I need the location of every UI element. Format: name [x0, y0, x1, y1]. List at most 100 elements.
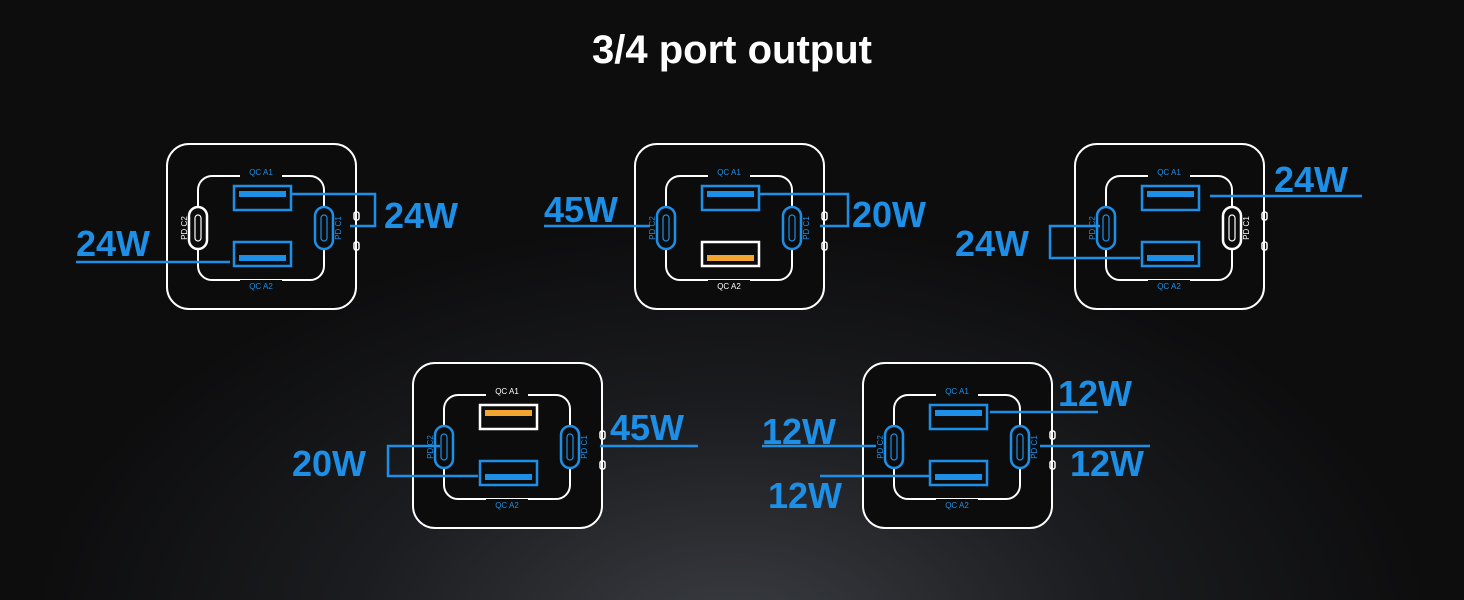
usb-a-port-a1 [700, 184, 761, 212]
usb-c-tongue [194, 214, 202, 242]
usb-c-port-c2 [655, 205, 677, 251]
usb-c-tongue [788, 214, 796, 242]
usb-c-tongue [1102, 214, 1110, 242]
wattage-label: 24W [76, 223, 150, 264]
usb-a-port-a2 [232, 240, 293, 268]
usb-a-port-a2 [1140, 240, 1201, 268]
port-label-a1: QC A1 [717, 168, 741, 177]
plug-pin [1261, 211, 1268, 221]
usb-a-port-a1 [928, 403, 989, 431]
label-gap [240, 166, 282, 178]
port-label-c2: PD C2 [180, 216, 189, 240]
wattage-label: 12W [768, 475, 842, 516]
callout-line [292, 192, 377, 228]
wattage-label: 20W [852, 194, 926, 235]
usb-a-port-a2 [928, 459, 989, 487]
usb-c-tongue [662, 214, 670, 242]
usb-c-port-c1 [1009, 424, 1031, 470]
page-title: 3/4 port output [592, 28, 872, 72]
port-label-c1: PD C1 [1030, 435, 1039, 459]
plug-pin [353, 241, 360, 251]
usb-c-port-c1 [313, 205, 335, 251]
callout-line [1048, 224, 1140, 260]
usb-c-tongue [440, 433, 448, 461]
usb-c-port-c1 [1221, 205, 1243, 251]
plug-pin [599, 460, 606, 470]
usb-c-tongue [890, 433, 898, 461]
wattage-label: 45W [610, 407, 684, 448]
plug-pin [1261, 241, 1268, 251]
port-label-c2: PD C2 [648, 216, 657, 240]
usb-a-port-a1 [232, 184, 293, 212]
plug-pin [1049, 430, 1056, 440]
port-label-c2: PD C2 [876, 435, 885, 459]
plug-pin [353, 211, 360, 221]
callout-line [760, 192, 850, 228]
usb-c-tongue [320, 214, 328, 242]
plug-pin [599, 430, 606, 440]
port-label-a2: QC A2 [249, 282, 273, 291]
port-label-a1: QC A1 [249, 168, 273, 177]
label-gap [708, 280, 750, 292]
label-gap [486, 385, 528, 397]
usb-c-tongue [566, 433, 574, 461]
usb-a-tongue [239, 255, 286, 261]
wattage-label: 12W [1058, 373, 1132, 414]
charger: QC A1 QC A2 PD C2 PD C1 [166, 143, 360, 310]
label-gap [936, 385, 978, 397]
port-label-a2: QC A2 [717, 282, 741, 291]
port-label-c1: PD C1 [580, 435, 589, 459]
wattage-label: 45W [544, 189, 618, 230]
wattage-label: 24W [384, 195, 458, 236]
usb-a-tongue [1147, 255, 1194, 261]
usb-c-port-c2 [187, 205, 209, 251]
wattage-label: 24W [1274, 159, 1348, 200]
usb-a-tongue [935, 410, 982, 416]
wattage-label: 20W [292, 443, 366, 484]
usb-a-tongue [485, 474, 532, 480]
label-gap [240, 280, 282, 292]
usb-a-port-a1 [1140, 184, 1201, 212]
port-label-c1: PD C1 [802, 216, 811, 240]
port-label-a1: QC A1 [1157, 168, 1181, 177]
usb-c-port-c1 [781, 205, 803, 251]
wattage-label: 24W [955, 223, 1029, 264]
plug-pin [821, 211, 828, 221]
wattage-label: 12W [1070, 443, 1144, 484]
usb-a-tongue [707, 255, 754, 261]
usb-a-port-a1 [478, 403, 539, 431]
label-gap [486, 499, 528, 511]
callout-line [386, 444, 478, 478]
port-label-c1: PD C1 [334, 216, 343, 240]
usb-a-tongue [239, 191, 286, 197]
plug-pin [1049, 460, 1056, 470]
wattage-label: 12W [762, 411, 836, 452]
charger: QC A1 QC A2 PD C2 PD C1 [1074, 143, 1268, 310]
usb-a-tongue [485, 410, 532, 416]
port-label-c1: PD C1 [1242, 216, 1251, 240]
label-gap [1148, 280, 1190, 292]
port-label-a2: QC A2 [1157, 282, 1181, 291]
port-label-a2: QC A2 [945, 501, 969, 510]
port-label-c2: PD C2 [1088, 216, 1097, 240]
usb-c-port-c1 [559, 424, 581, 470]
usb-a-tongue [707, 191, 754, 197]
plug-pin [821, 241, 828, 251]
charger: QC A1 QC A2 PD C2 PD C1 [634, 143, 828, 310]
port-label-a2: QC A2 [495, 501, 519, 510]
usb-a-port-a2 [478, 459, 539, 487]
usb-a-tongue [1147, 191, 1194, 197]
usb-c-tongue [1016, 433, 1024, 461]
usb-a-port-a2 [700, 240, 761, 268]
usb-a-tongue [935, 474, 982, 480]
label-gap [708, 166, 750, 178]
label-gap [1148, 166, 1190, 178]
usb-c-port-c2 [883, 424, 905, 470]
label-gap [936, 499, 978, 511]
usb-c-tongue [1228, 214, 1236, 242]
usb-c-port-c2 [1095, 205, 1117, 251]
port-label-a1: QC A1 [495, 387, 519, 396]
